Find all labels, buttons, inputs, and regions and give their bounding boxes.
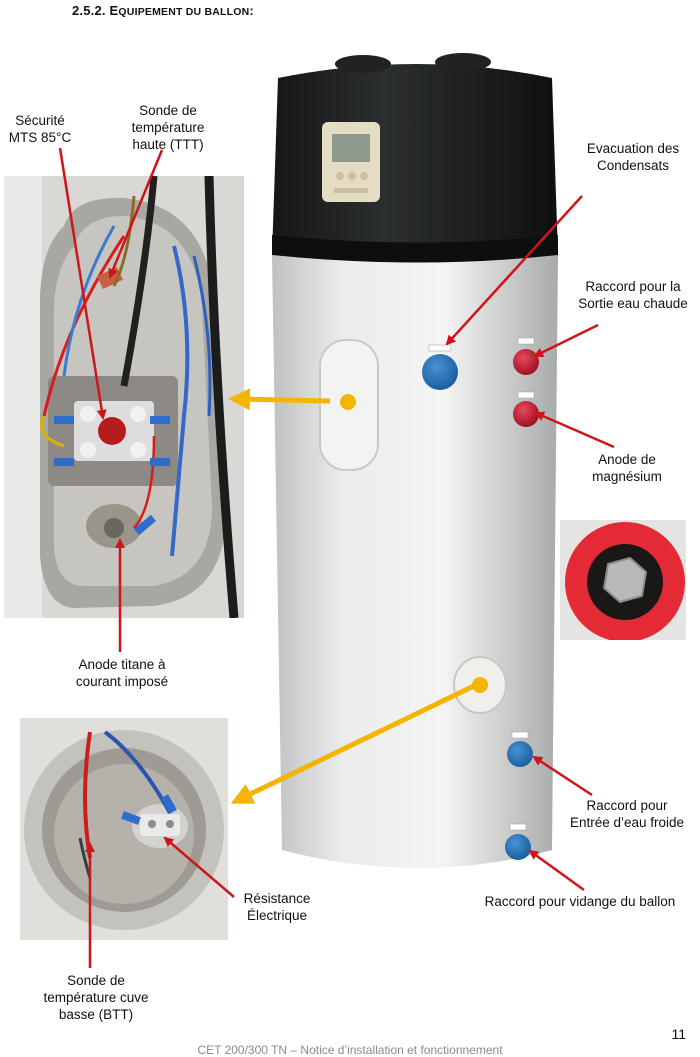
label-anode-magnesium: Anode de magnésium: [592, 452, 662, 484]
section-heading: 2.5.2. EQUIPEMENT DU BALLON:: [72, 3, 254, 18]
arrow-anode-mg: [534, 411, 615, 449]
photo-lower-resistance: [20, 718, 228, 940]
arrow-sonde-haute: [108, 149, 164, 279]
arrow-securite: [58, 147, 107, 420]
section-number: 2.5.2.: [72, 3, 106, 18]
photo-wiring-compartment: [4, 176, 244, 618]
label-vidange: Raccord pour vidange du ballon: [484, 894, 676, 909]
label-securite: Sécurité MTS 85°C: [8, 113, 72, 145]
photo-magnesium-anode: [560, 520, 686, 640]
label-evacuation: Evacuation des Condensats: [586, 141, 680, 173]
magnesium-anode-illustration: [560, 520, 686, 640]
wiring-compartment-illustration: [4, 176, 244, 618]
photo-water-heater-tank: [268, 50, 568, 886]
arrow-entree: [532, 755, 593, 797]
label-entree: Raccord pour Entrée d’eau froide: [569, 798, 685, 830]
arrow-evacuation: [445, 195, 583, 346]
label-sonde-haute: Sonde de température haute (TTT): [131, 103, 205, 152]
arrow-sortie: [533, 323, 599, 358]
section-title: EQUIPEMENT DU BALLON:: [109, 3, 254, 18]
tank-illustration: [272, 53, 558, 868]
label-sortie: Raccord pour la Sortie eau chaude: [578, 279, 688, 311]
arrow-vidange: [528, 849, 585, 892]
arrow-yellow-lower: [230, 680, 482, 804]
lower-resistance-illustration: [20, 718, 228, 940]
label-sonde-basse: Sonde de température cuve basse (BTT): [43, 973, 149, 1022]
label-resistance: Résistance Électrique: [243, 891, 311, 923]
arrow-resistance: [163, 836, 235, 898]
page-number: 11: [671, 1026, 686, 1042]
label-anode-titane: Anode titane à courant imposé: [75, 657, 169, 689]
arrow-yellow-upper: [228, 388, 331, 411]
page-footer: CET 200/300 TN – Notice d’installation e…: [197, 1043, 503, 1057]
